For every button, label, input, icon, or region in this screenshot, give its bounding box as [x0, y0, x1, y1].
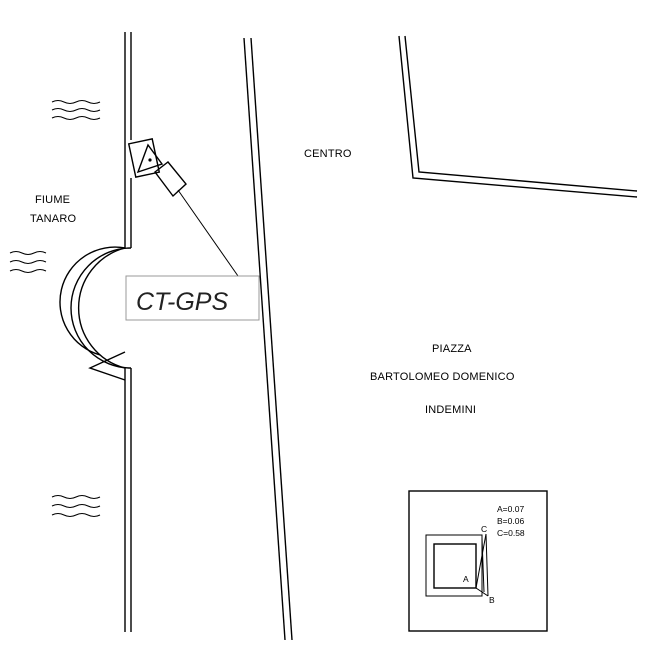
- label-piazza-line2: BARTOLOMEO DOMENICO: [370, 371, 515, 383]
- inset-value-c: C=0.58: [497, 528, 525, 538]
- water-waves-bottom: [51, 495, 101, 517]
- inset-point-c: C: [481, 524, 487, 534]
- building-outline: [398, 35, 638, 198]
- label-river-line2: TANARO: [30, 213, 76, 225]
- road-diagonal: [243, 37, 293, 641]
- inset-value-a: A=0.07: [497, 504, 524, 514]
- inset-detail: A=0.07 B=0.06 C=0.58 C A B: [408, 490, 548, 632]
- riverbank-wall: [59, 32, 132, 632]
- label-centro: CENTRO: [304, 148, 352, 160]
- label-piazza-line1: PIAZZA: [432, 343, 472, 355]
- inset-point-b: B: [489, 595, 495, 605]
- callout-label: CT-GPS: [136, 288, 228, 316]
- water-waves-top: [51, 100, 101, 120]
- water-waves-middle: [9, 251, 47, 273]
- callout-box: CT-GPS: [125, 275, 260, 321]
- inset-value-b: B=0.06: [497, 516, 524, 526]
- inset-point-a: A: [463, 574, 469, 584]
- label-river-line1: FIUME: [35, 194, 70, 206]
- label-piazza-line3: INDEMINI: [425, 404, 476, 416]
- survey-point-marker: [127, 138, 239, 277]
